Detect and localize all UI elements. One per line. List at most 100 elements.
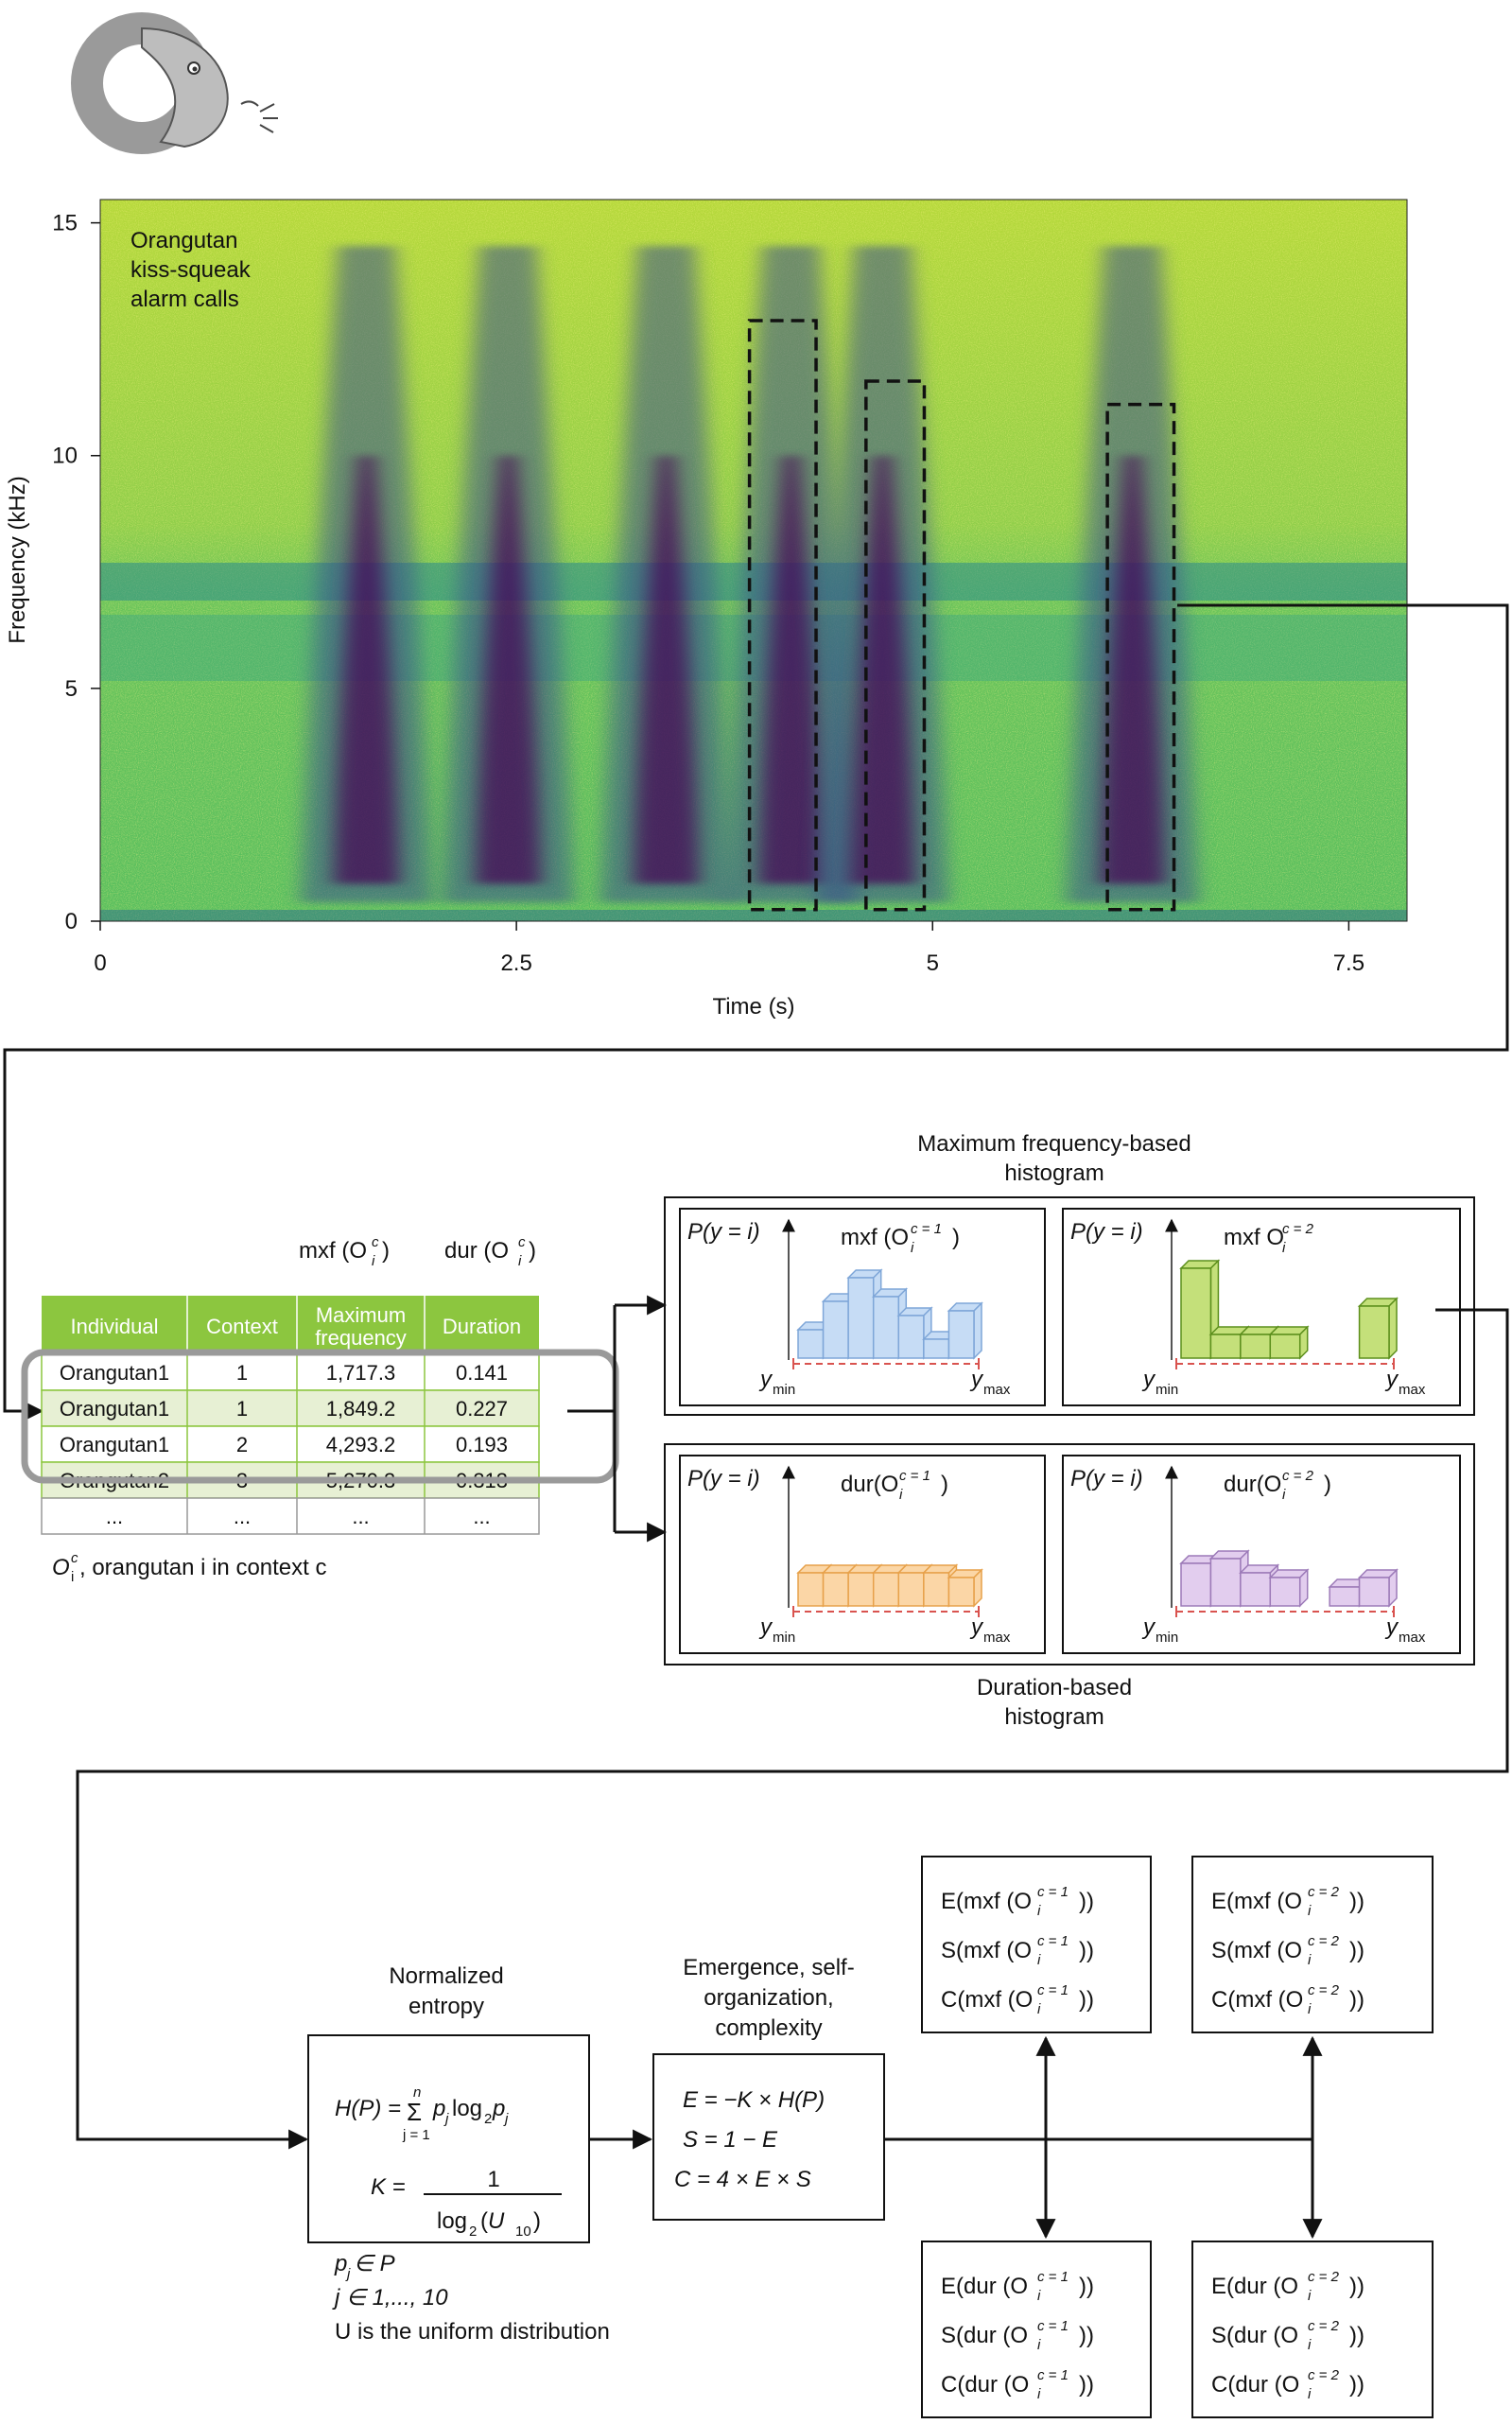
histogram-context: c = 2 — [1282, 1221, 1314, 1237]
call-streak-core — [475, 455, 542, 884]
histogram-bar — [822, 1300, 849, 1359]
svg-text:c = 2: c = 2 — [1308, 2318, 1340, 2334]
histogram-ymin: y — [758, 1367, 773, 1392]
histogram-ymax: y — [1384, 1367, 1399, 1392]
table-cell: 1,717.3 — [326, 1361, 395, 1385]
spectrogram-annotation-line2: kiss-squeak — [130, 257, 252, 283]
result-line: C(dur (O — [941, 2372, 1029, 2398]
svg-text:c = 2: c = 2 — [1308, 1982, 1340, 1998]
x-tick-label: 2.5 — [500, 950, 531, 976]
histogram-context: c = 2 — [1282, 1468, 1314, 1484]
entropy-note-2: j ∈ 1,..., 10 — [332, 2285, 448, 2311]
table-row — [41, 1497, 540, 1535]
svg-text:j: j — [345, 2266, 351, 2282]
table-cell: ... — [234, 1505, 251, 1528]
svg-text:i: i — [1308, 1952, 1312, 1968]
entropy-note-3: U is the uniform distribution — [335, 2319, 610, 2345]
result-line: E(mxf (O — [941, 1889, 1032, 1914]
selected-call-box — [864, 379, 927, 912]
entropy-formula-k: K = — [371, 2174, 406, 2200]
entropy-title-line1: Normalized — [389, 1963, 503, 1989]
svg-text:p: p — [492, 2096, 505, 2121]
x-tick-label: 0 — [94, 950, 106, 976]
y-tick-label: 10 — [52, 444, 78, 469]
histogram-panel-frame — [1062, 1208, 1461, 1406]
table-cell: 1,849.2 — [326, 1397, 395, 1421]
connector-split — [567, 1303, 662, 1534]
result-line: S(mxf (O — [941, 1938, 1032, 1963]
selected-call-box — [1105, 402, 1176, 912]
svg-text:c: c — [518, 1234, 526, 1250]
svg-text:j: j — [503, 2111, 509, 2127]
result-line: C(dur (O — [1211, 2372, 1299, 2398]
svg-text:): ) — [941, 1472, 948, 1497]
histogram-bar — [923, 1338, 950, 1359]
svg-text:i: i — [1308, 2337, 1312, 2353]
svg-text:c = 1: c = 1 — [1037, 1933, 1069, 1949]
result-line: S(dur (O — [941, 2323, 1028, 2348]
y-axis-label: Frequency (kHz) — [5, 476, 30, 643]
svg-text:c = 2: c = 2 — [1308, 2367, 1340, 2383]
histogram-bar — [1329, 1586, 1361, 1607]
svg-text:i: i — [911, 1240, 914, 1256]
histogram-bar — [797, 1572, 825, 1607]
svg-text:i: i — [71, 1569, 74, 1585]
esc-formula-c: C = 4 × E × S — [674, 2167, 811, 2192]
svg-text:p: p — [432, 2096, 445, 2121]
x-tick-label: 7.5 — [1333, 950, 1364, 976]
svg-text:c = 1: c = 1 — [1037, 1982, 1069, 1998]
histogram-ymin: y — [758, 1614, 773, 1640]
svg-text:c = 2: c = 2 — [1308, 2269, 1340, 2285]
histogram-panel-frame — [1062, 1455, 1461, 1654]
entropy-title-line2: entropy — [408, 1994, 484, 2019]
svg-text:)): )) — [1349, 1889, 1364, 1914]
svg-text:)): )) — [1079, 2274, 1094, 2299]
table-cell: 0.141 — [456, 1361, 508, 1385]
result-line: C(mxf (O — [1211, 1987, 1303, 2013]
histogram-bar-side — [973, 1301, 982, 1360]
histogram-ymax: y — [969, 1614, 984, 1640]
table-cell: 1 — [236, 1361, 248, 1385]
histogram-bar — [947, 1310, 975, 1359]
table-header-cell: Individual — [71, 1315, 159, 1338]
svg-text:c = 1: c = 1 — [1037, 2318, 1069, 2334]
esc-box — [652, 2053, 885, 2221]
histogram-bar — [1180, 1562, 1212, 1607]
svg-text:i: i — [1037, 2001, 1041, 2017]
histogram-bar — [947, 1577, 975, 1607]
call-streak-core — [1099, 455, 1166, 884]
histogram-panel-frame — [679, 1455, 1046, 1654]
histogram-ymax: y — [969, 1367, 984, 1392]
y-tick-label: 0 — [65, 909, 78, 934]
histogram-panel-title: mxf O — [1224, 1225, 1284, 1250]
table-header-cell: Context — [206, 1315, 278, 1338]
histogram-py-label: P(y = i) — [687, 1219, 760, 1245]
svg-text:)): )) — [1079, 2372, 1094, 2398]
histogram-bar — [847, 1277, 875, 1359]
selected-call-box — [747, 319, 818, 912]
spectrogram-annotation-line1: Orangutan — [130, 228, 237, 253]
table-cell: 2 — [236, 1433, 248, 1456]
histogram-panel-title: mxf (O — [841, 1225, 909, 1250]
svg-text:)): )) — [1349, 2323, 1364, 2348]
svg-text:)): )) — [1079, 2323, 1094, 2348]
esc-formula-s: S = 1 − E — [683, 2127, 778, 2153]
orangutan-logo-icon — [71, 12, 278, 154]
histogram-bar — [1358, 1305, 1390, 1359]
svg-text:n: n — [413, 2084, 421, 2101]
svg-text:log: log — [437, 2208, 467, 2234]
entropy-note-1: p ∈ P — [334, 2251, 395, 2276]
y-tick-label: 5 — [65, 676, 78, 702]
table-cell: Orangutan1 — [60, 1361, 169, 1385]
svg-text:): ) — [529, 1238, 536, 1264]
histogram-bar — [1240, 1572, 1272, 1607]
svg-text:min: min — [773, 1382, 795, 1398]
svg-text:c = 1: c = 1 — [1037, 1884, 1069, 1900]
svg-text:)): )) — [1349, 1987, 1364, 2013]
svg-text:c = 1: c = 1 — [1037, 2367, 1069, 2383]
histogram-panel-title: dur(O — [841, 1472, 898, 1497]
